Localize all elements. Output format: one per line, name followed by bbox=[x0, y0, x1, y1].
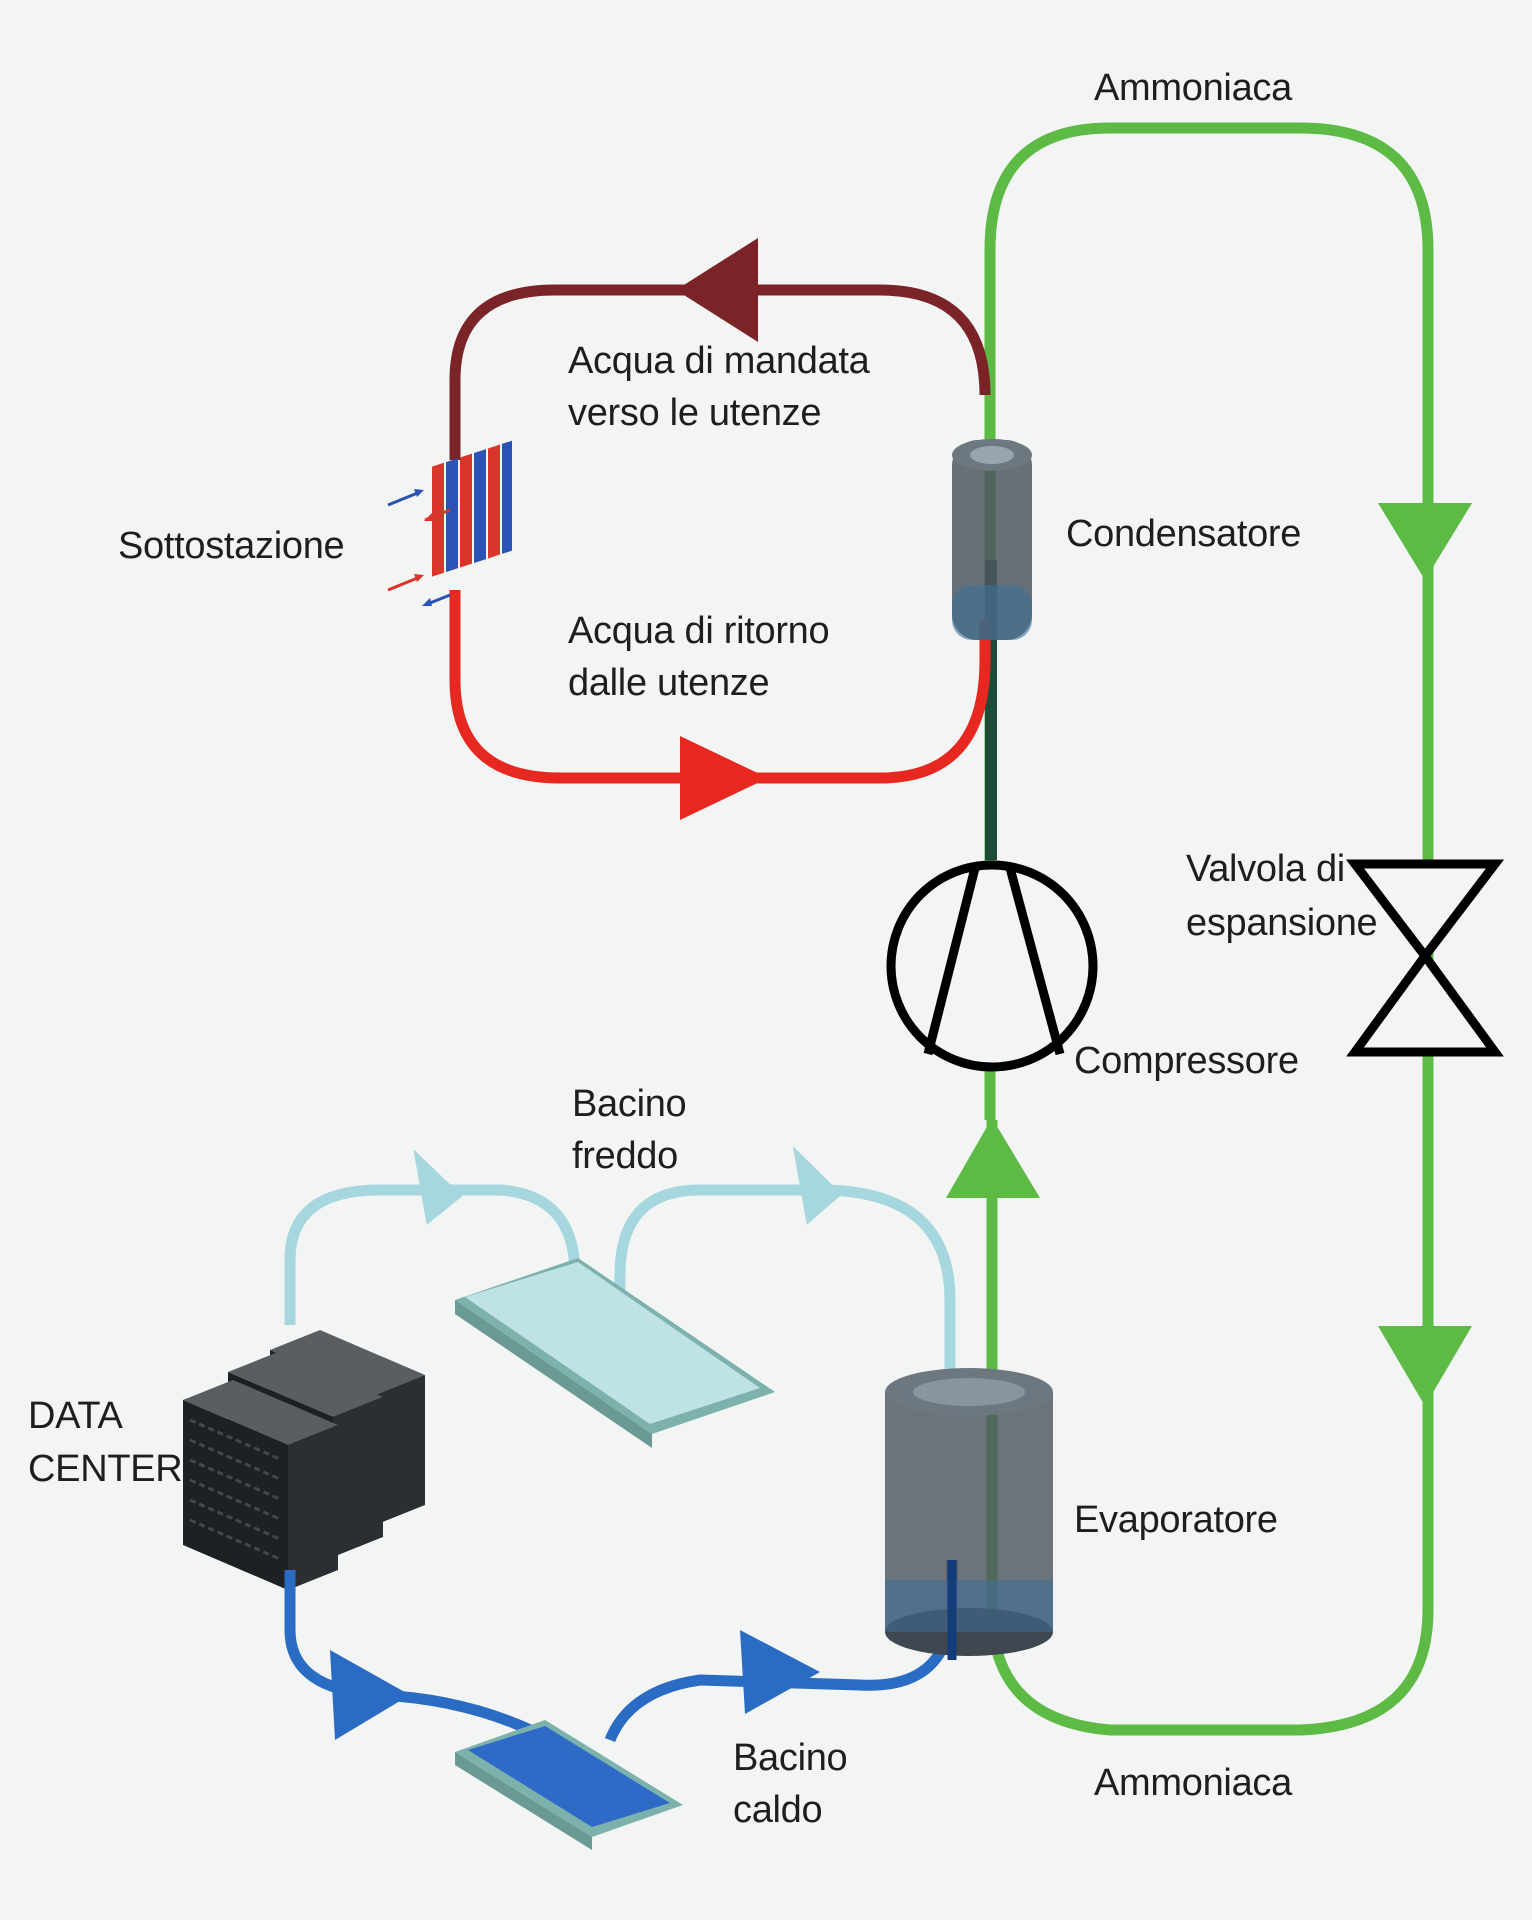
warm-arrow-left bbox=[330, 1650, 410, 1740]
data-center-label-line1: DATA bbox=[28, 1395, 123, 1437]
ammonia-up-arrow bbox=[946, 1118, 1040, 1198]
return-arrow bbox=[680, 736, 768, 820]
evaporator-label: Evaporatore bbox=[1074, 1499, 1278, 1541]
warm-water-loop bbox=[284, 1560, 958, 1750]
cold-basin-label-line1: Bacino bbox=[572, 1083, 687, 1125]
data-center-label-line2: CENTER bbox=[28, 1448, 183, 1490]
ammonia-bottom-label: Ammoniaca bbox=[1094, 1762, 1292, 1804]
substation-exchanger bbox=[387, 440, 512, 607]
supply-arrow bbox=[676, 238, 758, 342]
supply-water-label-line2: verso le utenze bbox=[568, 392, 822, 434]
cold-basin-label-line2: freddo bbox=[572, 1135, 678, 1177]
ammonia-down-arrow-top bbox=[1378, 503, 1472, 580]
condenser-unit bbox=[952, 439, 1032, 640]
data-center-racks bbox=[183, 1330, 425, 1590]
supply-pipe bbox=[449, 284, 991, 460]
expansion-valve-label-line2: espansione bbox=[1186, 902, 1378, 944]
expansion-valve-symbol bbox=[1345, 859, 1505, 1057]
hot-basin-label-line1: Bacino bbox=[733, 1737, 848, 1779]
supply-water-loop bbox=[449, 238, 991, 460]
hot-basin-label-line2: caldo bbox=[733, 1789, 823, 1831]
cold-arrow-left bbox=[413, 1149, 463, 1225]
compressor-label: Compressore bbox=[1074, 1040, 1299, 1082]
ammonia-down-arrow-bottom bbox=[1378, 1326, 1472, 1406]
expansion-valve-label-line1: Valvola di bbox=[1186, 848, 1345, 890]
warm-arrow-right bbox=[740, 1630, 820, 1714]
ammonia-pipe bbox=[984, 122, 1434, 1736]
supply-water-label-line1: Acqua di mandata bbox=[568, 340, 870, 382]
return-water-label-line2: dalle utenze bbox=[568, 662, 770, 704]
ammonia-top-label: Ammoniaca bbox=[1094, 67, 1292, 109]
compressor-symbol bbox=[886, 860, 1098, 1072]
cold-basin-tray bbox=[455, 1258, 775, 1448]
substation-label: Sottostazione bbox=[118, 525, 345, 567]
condenser-label: Condensatore bbox=[1066, 513, 1302, 555]
return-pipe bbox=[449, 590, 991, 784]
evaporator-unit bbox=[885, 1368, 1053, 1660]
return-water-loop bbox=[449, 590, 991, 820]
cold-arrow-right bbox=[792, 1146, 842, 1225]
hot-basin-tray bbox=[455, 1720, 683, 1850]
return-water-label-line1: Acqua di ritorno bbox=[568, 610, 830, 652]
